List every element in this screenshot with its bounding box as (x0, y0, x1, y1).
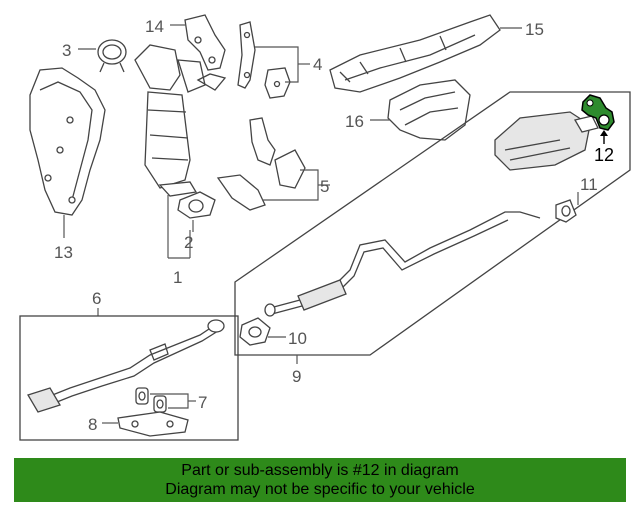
part-5-brackets[interactable] (216, 117, 306, 211)
part-3-clamp[interactable] (97, 39, 127, 73)
part-10-gasket[interactable] (239, 317, 271, 346)
part-7-insulators[interactable] (135, 387, 167, 413)
part-14-bracket[interactable] (184, 14, 226, 71)
callout-13: 13 (54, 243, 73, 262)
exhaust-parts-diagram: 13 3 1 2 14 4 (19, 14, 631, 441)
banner-line-2: Diagram may not be specific to your vehi… (165, 481, 475, 498)
callout-1: 1 (173, 268, 182, 287)
part-muffler[interactable] (494, 111, 599, 171)
callout-9: 9 (292, 367, 301, 386)
part-8-bracket[interactable] (117, 411, 189, 437)
part-4-brackets[interactable] (237, 21, 291, 99)
part-9-exhaust-pipe[interactable] (264, 211, 541, 317)
callout-8: 8 (88, 415, 97, 434)
callout-3: 3 (62, 41, 71, 60)
callout-5: 5 (320, 177, 329, 196)
callout-11: 11 (580, 175, 598, 194)
part-13-heat-shield[interactable] (29, 67, 106, 216)
callout-14: 14 (145, 17, 164, 36)
callout-7: 7 (198, 393, 207, 412)
banner-line-1: Part or sub-assembly is #12 in diagram (181, 462, 459, 479)
part-12-hanger-highlighted[interactable] (581, 94, 615, 131)
part-6-pipe-assembly[interactable] (27, 319, 225, 413)
part-1-catalytic-converter[interactable] (134, 44, 227, 197)
info-banner: Part or sub-assembly is #12 in diagram D… (14, 458, 626, 502)
part-16-heat-shield[interactable] (387, 79, 471, 141)
callout-10: 10 (288, 329, 307, 348)
callout-2: 2 (184, 233, 193, 252)
part-2-gasket[interactable] (177, 191, 216, 219)
callout-15: 15 (525, 20, 544, 39)
callout-6: 6 (92, 289, 101, 308)
callout-4: 4 (313, 55, 322, 74)
part-11-insulator[interactable] (555, 199, 577, 223)
callout-12: 12 (594, 145, 614, 165)
part-15-heat-shield[interactable] (329, 14, 501, 93)
callout-16: 16 (345, 112, 364, 131)
